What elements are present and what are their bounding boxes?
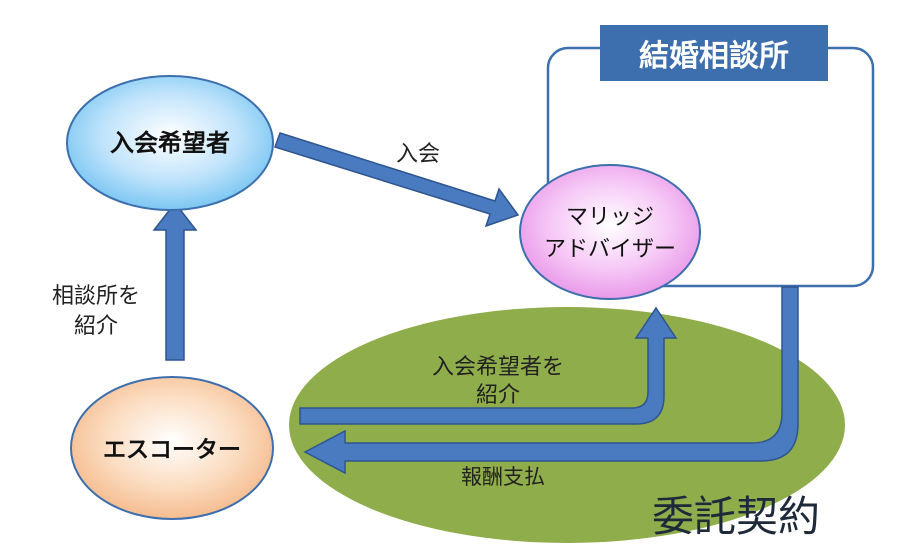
contract-label: 委託契約 (652, 492, 820, 541)
contract-area (289, 307, 845, 543)
introduce-office-label-1: 相談所を (52, 284, 140, 309)
introduce-office-arrow (152, 201, 198, 361)
advisor-label-1: マリッジ (566, 205, 654, 230)
applicant-label: 入会希望者 (110, 129, 230, 157)
applicant-node (66, 75, 274, 211)
office-title: 結婚相談所 (639, 39, 789, 74)
advisor-label-2: アドバイザー (544, 237, 676, 262)
advisor-node (519, 164, 701, 300)
introduce-applicant-arrow (299, 306, 678, 425)
payment-arrow (303, 286, 799, 475)
escorter-label: エスコーター (103, 437, 241, 463)
payment-label: 報酬支払 (461, 465, 545, 489)
introduce-applicant-label-1: 入会希望者を (432, 355, 564, 380)
join-arrow (274, 132, 520, 228)
escorter-node (70, 376, 274, 520)
office-title-box (600, 25, 828, 81)
join-label: 入会 (396, 142, 440, 167)
introduce-office-label-2: 紹介 (74, 314, 118, 339)
introduce-applicant-label-2: 紹介 (476, 383, 520, 408)
